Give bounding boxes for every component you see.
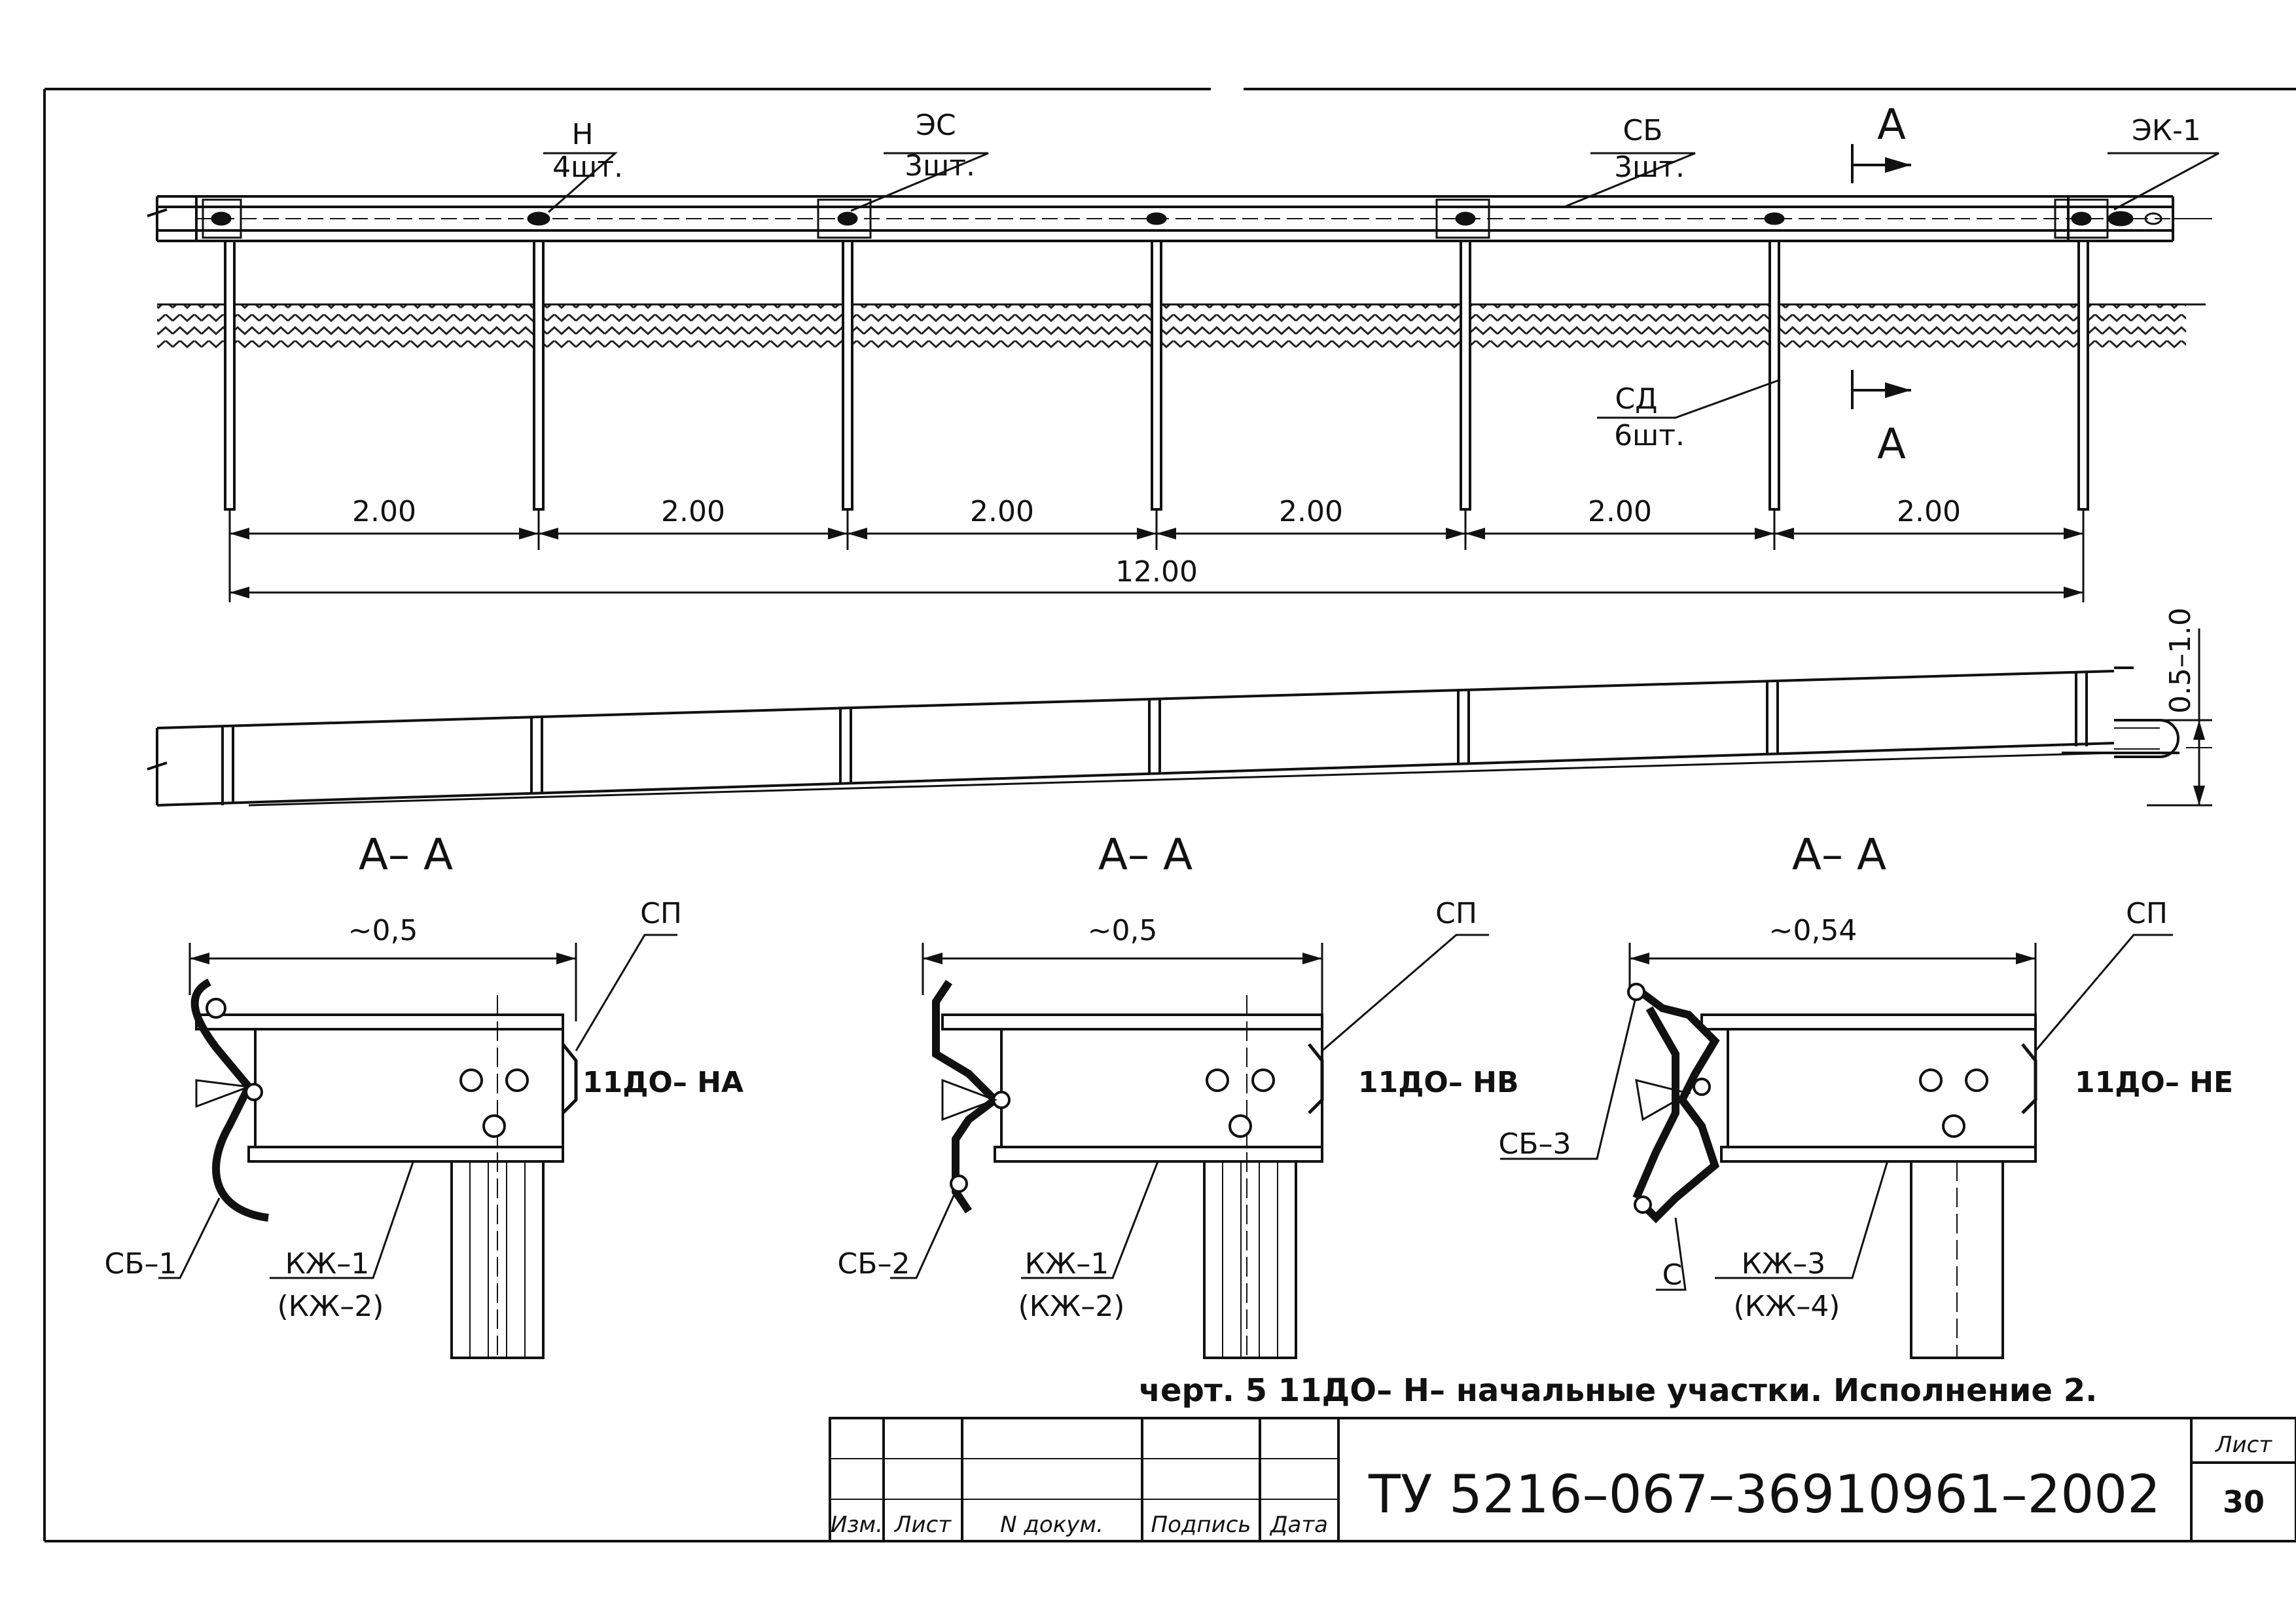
label-sd-qty: 6шт. (1614, 419, 1685, 452)
tb-col-rev: Изм. (831, 1512, 883, 1538)
section-1-title: А– А (359, 830, 453, 880)
label-es-qty: 3шт. (905, 149, 975, 183)
plan-view: Н 4шт. ЭС 3шт. СБ 3шт. ЭК-1 СД 6шт. А А (147, 101, 2219, 602)
section-1-bracket-alt: (КЖ–2) (278, 1290, 384, 1323)
section-mark-a (1851, 144, 1911, 409)
label-n-qty: 4шт. (552, 151, 623, 184)
tb-col-date: Дата (1269, 1512, 1328, 1538)
elevation-view (147, 629, 2212, 807)
section-mark-bottom: А (1877, 420, 1906, 469)
section-2-bracket-alt: (КЖ–2) (1018, 1290, 1125, 1323)
section-2-bracket: КЖ–1 (1025, 1247, 1109, 1281)
elevation-posts (221, 672, 2088, 805)
tb-col-sign: Подпись (1151, 1512, 1251, 1538)
section-3-code: 11ДО– НЕ (2075, 1066, 2233, 1099)
section-2-sp: СП (1435, 897, 1477, 930)
document-code: ТУ 5216–067–36910961–2002 (1368, 1464, 2161, 1525)
height-range: 0.5–1.0 (2164, 608, 2197, 714)
section-3-beam-label: СБ–3 (1499, 1127, 1571, 1161)
section-1-code: 11ДО– НА (583, 1066, 744, 1099)
label-n-code: Н (571, 118, 593, 151)
section-1-sp: СП (640, 897, 682, 930)
section-3-bracket-alt: (КЖ–4) (1734, 1290, 1840, 1323)
rail-joints (202, 198, 2162, 239)
section-2-beam-label: СБ–2 (838, 1247, 910, 1281)
sheet-label: Лист (2214, 1432, 2272, 1458)
section-mark-top: А (1877, 101, 1906, 149)
drawing-caption: черт. 5 11ДО– Н– начальные участки. Испо… (1139, 1372, 2097, 1409)
label-sd-code: СД (1615, 382, 1657, 416)
title-block (829, 1417, 2296, 1542)
span-2: 2.00 (661, 495, 725, 528)
section-2-title: А– А (1098, 830, 1193, 880)
section-1: А– А ~0,5 СП 11ДО– Н (105, 830, 744, 1359)
span-5: 2.00 (1588, 495, 1652, 528)
total-length: 12.00 (1115, 555, 1198, 589)
section-2-code: 11ДО– НВ (1358, 1066, 1519, 1099)
span-1: 2.00 (352, 495, 416, 528)
span-4: 2.00 (1279, 495, 1343, 528)
section-3-beam (1632, 985, 1720, 1224)
label-sb-code: СБ (1623, 114, 1663, 147)
section-3-width: ~0,54 (1769, 914, 1857, 947)
span-6: 2.00 (1897, 495, 1961, 528)
section-1-width: ~0,5 (348, 914, 418, 947)
section-1-bracket: КЖ–1 (285, 1247, 370, 1281)
end-element (2114, 719, 2179, 758)
posts (224, 240, 2089, 511)
section-1-beam (190, 978, 269, 1222)
section-3-bracket: КЖ–3 (1742, 1247, 1826, 1281)
span-dimensions (228, 511, 2085, 602)
span-3: 2.00 (970, 495, 1034, 528)
label-es-code: ЭС (916, 109, 956, 142)
section-3-title: А– А (1792, 830, 1886, 880)
section-2: А– А ~0,5 СП 11ДО– НВ (838, 830, 1519, 1359)
rail-beam (147, 195, 2212, 242)
label-sb-qty: 3шт. (1614, 151, 1685, 184)
section-3: А– А ~0,54 СП 11ДО– НЕ СБ–3 С (1499, 830, 2233, 1359)
tb-col-sheet: Лист (893, 1512, 952, 1538)
ground-hatch (157, 304, 2186, 352)
section-2-width: ~0,5 (1088, 914, 1158, 947)
section-3-extra-label: С (1662, 1258, 1683, 1292)
sheet-number: 30 (2223, 1484, 2265, 1520)
tb-col-doc: N докум. (1000, 1512, 1103, 1538)
label-ek-code: ЭК-1 (2132, 114, 2201, 147)
section-3-sp: СП (2126, 897, 2168, 930)
section-1-beam-label: СБ–1 (105, 1247, 177, 1281)
